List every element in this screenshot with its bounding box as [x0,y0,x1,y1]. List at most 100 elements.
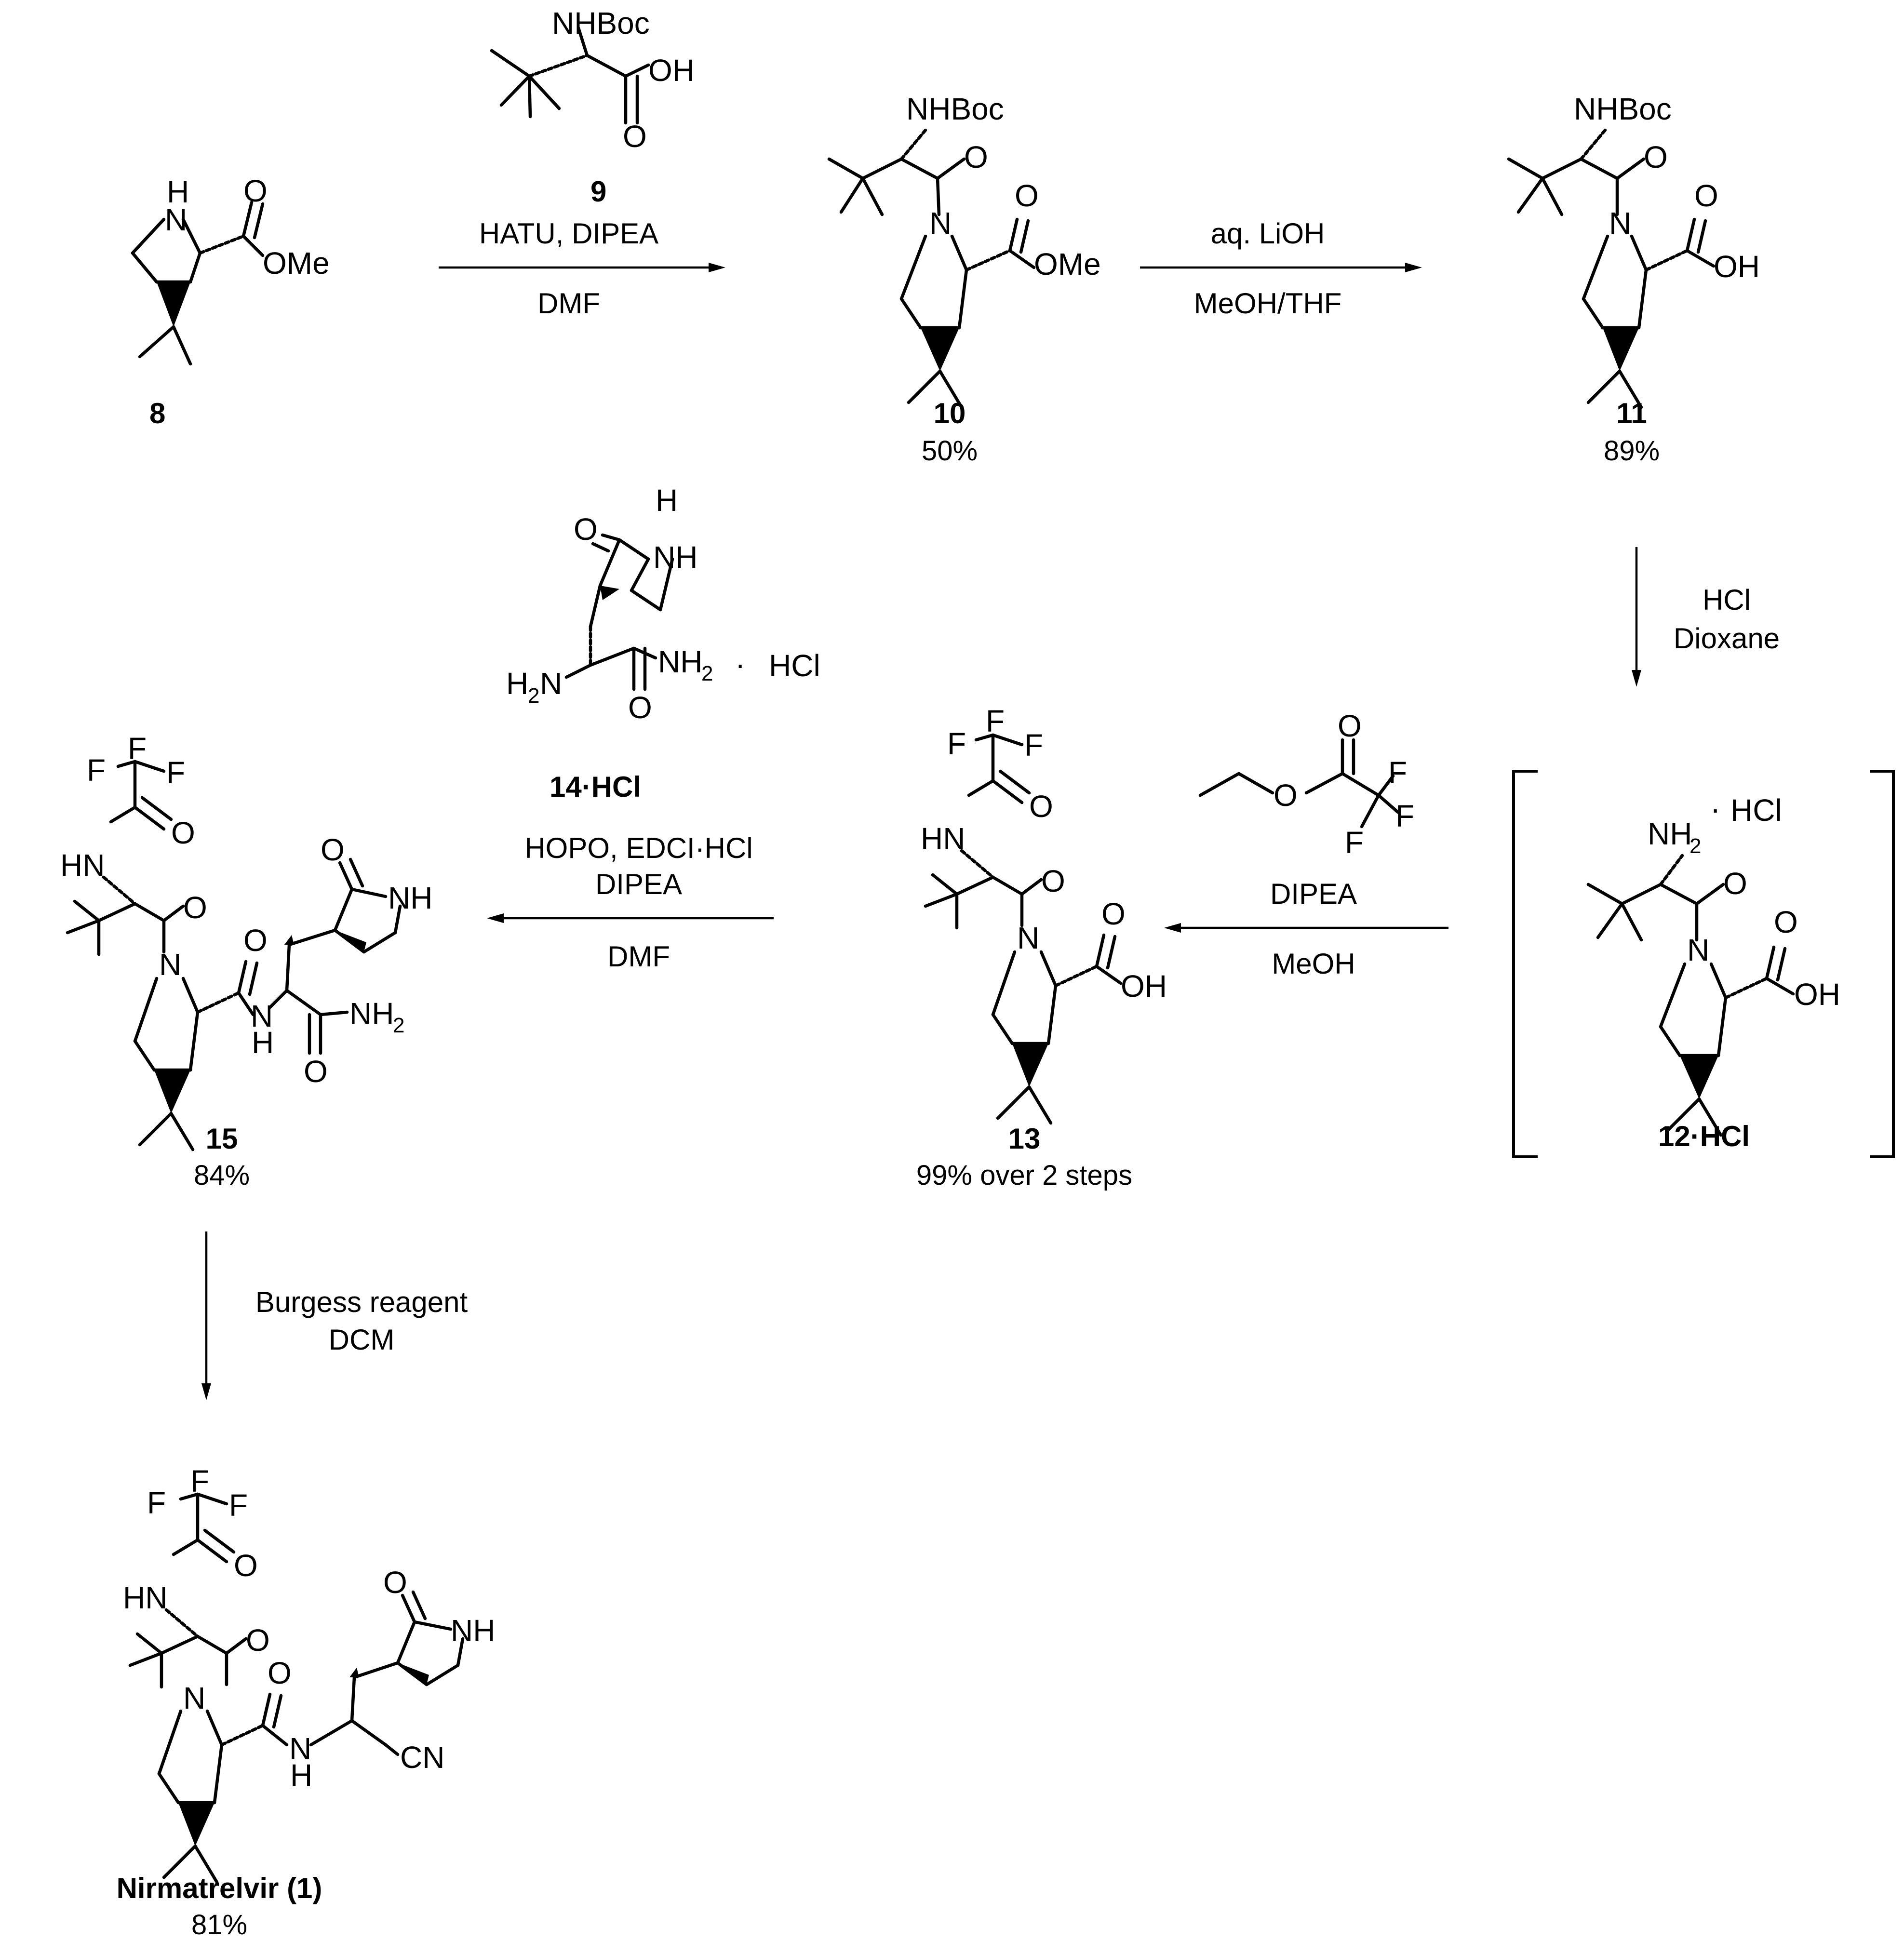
atom-nhboc: NHBoc [552,6,650,40]
atom-h: H [252,1025,274,1060]
atom-n: NH [653,540,697,575]
atom-o: O [1774,905,1798,939]
atom-h: H [656,483,678,518]
atom-n: N [251,999,273,1033]
atom-f: F [87,753,106,788]
atom-f: F [1388,755,1407,790]
atom-nh: NH [388,881,432,915]
atom-h2n: H [506,666,528,701]
compound-11-label: 11 [1616,397,1647,429]
step4-solvent: MeOH [1272,948,1355,980]
compound-8-structure: N H O OMe [131,174,330,366]
compound-13-yield: 99% over 2 steps [916,1160,1132,1191]
atom-cn: CN [400,1740,444,1775]
atom-n: N [1017,921,1039,955]
atom-oh: OH [648,53,695,88]
step6-reagent: Burgess reagent [255,1286,468,1318]
step4-reagent: DIPEA [1270,878,1357,910]
atom-h2n-sub: 2 [528,684,539,708]
atom-o: O [1694,178,1718,213]
atom-f: F [190,1464,209,1499]
atom-nh2: NH [349,996,394,1031]
compound-12-structure: NH 2 · HCl O N O OH [1586,791,1840,1137]
atom-o: O [1338,709,1362,743]
step2-reagents: aq. LiOH [1211,217,1325,250]
atom-n: N [183,1681,205,1715]
atom-n: N [540,666,562,701]
atom-f: F [147,1486,166,1520]
atom-nhboc: NHBoc [906,92,1004,126]
compound-11-yield: 89% [1604,435,1660,467]
atom-o: O [243,174,268,208]
atom-o: O [628,690,652,725]
atom-o: O [383,1565,407,1600]
atom-o: O [1644,140,1668,174]
compound-10-label: 10 [934,397,966,429]
compound-15-yield: 84% [194,1160,250,1191]
step1-reagents: HATU, DIPEA [479,217,658,250]
atom-o: O [1041,864,1065,898]
atom-hn: HN [60,848,105,883]
atom-f: F [1024,728,1043,763]
atom-o: O [268,1656,292,1690]
atom-n: N [159,947,181,982]
atom-o: O [623,119,647,154]
bracket-left [1512,770,1538,1158]
atom-f: F [229,1488,248,1523]
atom-n: N [929,206,952,241]
atom-nhboc: NHBoc [1574,92,1672,126]
compound-8-label: 8 [149,397,165,429]
atom-nh2-sub: 2 [1689,834,1701,858]
atom-f: F [166,755,185,790]
atom-n: N [1687,933,1709,967]
compound-10-yield: 50% [922,435,978,467]
atom-o: O [1029,789,1053,824]
atom-o: O [243,923,268,958]
compound-13-structure: F F F O HN O N O OH [921,704,1167,1125]
atom-f: F [1395,799,1414,833]
atom-oh: OH [1714,249,1760,284]
atom-ome: OMe [263,246,330,281]
step5-solvent: DMF [607,940,670,973]
compound-14-label: 14·HCl [550,771,641,803]
atom-nh2: NH [658,644,702,679]
atom-h: H [167,174,189,209]
atom-n: N [1609,206,1631,241]
atom-hcl: HCl [1730,793,1782,828]
step6-solvent: DCM [329,1324,395,1356]
atom-nh2-sub: 2 [701,662,713,685]
compound-10-structure: NHBoc O N O OMe [827,92,1101,409]
atom-f: F [947,726,966,761]
compound-12-label: 12·HCl [1658,1120,1750,1152]
atom-nh2: NH [1648,816,1692,851]
step3-reagent: HCl [1703,584,1751,616]
step5-reagents: HOPO, EDCI·HCl [524,832,752,864]
step3-solvent: Dioxane [1674,622,1780,655]
atom-n: N [165,202,187,237]
atom-h: H [290,1758,312,1793]
atom-o: O [574,512,598,547]
atom-n: N [289,1731,311,1766]
compound-13-label: 13 [1008,1123,1041,1155]
atom-o: O [1274,778,1298,813]
atom-o: O [246,1623,270,1658]
ethyl-trifluoroacetate-structure: O O F F F [1198,709,1414,860]
atom-dot: · [735,647,745,682]
atom-o: O [1015,178,1039,213]
atom-f: F [128,731,147,766]
compound-15-structure: F F F O HN O N O N H NH 2 O O NH [60,731,432,1151]
atom-nh: NH [451,1613,495,1648]
nirmatrelvir-yield: 81% [191,1909,247,1941]
step2-solvent: MeOH/THF [1194,287,1342,320]
atom-o: O [1101,897,1126,931]
step5-base: DIPEA [595,868,682,900]
atom-o: O [964,140,988,174]
atom-ome: OMe [1034,247,1101,281]
atom-f: F [1345,825,1364,860]
atom-oh: OH [1121,969,1167,1004]
atom-hcl: HCl [769,648,820,683]
atom-dot: · [1710,791,1720,826]
step1-solvent: DMF [537,287,600,320]
atom-oh: OH [1794,977,1840,1012]
